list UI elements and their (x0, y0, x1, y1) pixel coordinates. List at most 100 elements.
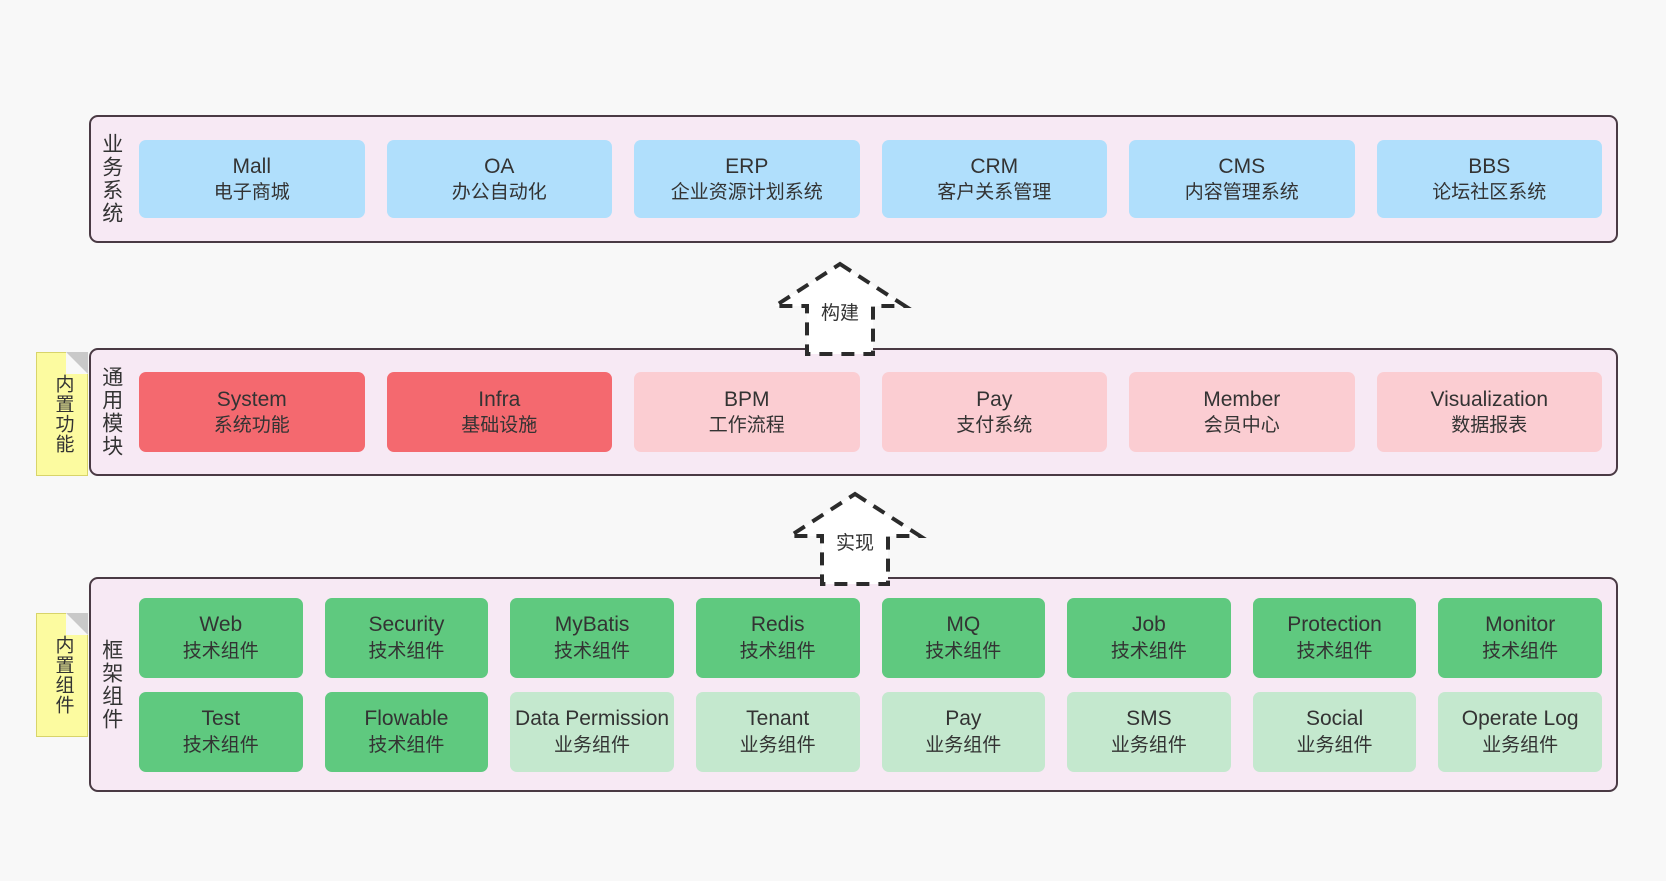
note-label: 内置功能 (52, 374, 74, 454)
card-subtitle: 业务组件 (739, 734, 816, 756)
card-subtitle: 业务组件 (925, 734, 1002, 756)
card-crm[interactable]: CRM 客户关系管理 (881, 140, 1107, 218)
note-builtin-features: 内置功能 (36, 352, 88, 476)
card-infra[interactable]: Infra 基础设施 (386, 372, 612, 452)
card-subtitle: 基础设施 (461, 415, 538, 437)
card-subtitle: 论坛社区系统 (1432, 182, 1547, 204)
card-title: BBS (1468, 154, 1511, 178)
card-bbs[interactable]: BBS 论坛社区系统 (1376, 140, 1602, 218)
card-title: Social (1305, 707, 1364, 731)
card-subtitle: 技术组件 (368, 734, 445, 756)
card-monitor[interactable]: Monitor 技术组件 (1438, 597, 1602, 678)
arrow-build: 构建 (765, 258, 915, 358)
card-subtitle: 内容管理系统 (1184, 182, 1299, 204)
card-job[interactable]: Job 技术组件 (1067, 597, 1231, 678)
card-mall[interactable]: Mall 电子商城 (139, 140, 365, 218)
card-subtitle: 技术组件 (1110, 640, 1187, 662)
card-subtitle: 业务组件 (1296, 734, 1373, 756)
card-title: CMS (1218, 154, 1266, 178)
card-erp[interactable]: ERP 企业资源计划系统 (634, 140, 860, 218)
card-title: Data Permission (515, 707, 670, 731)
layer-label-common-modules: 通用模块 (99, 366, 123, 458)
card-redis[interactable]: Redis 技术组件 (695, 597, 860, 678)
card-title: Job (1132, 613, 1166, 637)
card-title: Tenant (746, 707, 810, 731)
layer-body-business-systems: Mall 电子商城 OA 办公自动化 ERP 企业资源计划系统 CRM 客户关系… (131, 117, 1616, 241)
note-label: 内置组件 (52, 635, 74, 715)
layer-framework-components: 框架组件 Web 技术组件 Security 技术组件 MyBatis 技术组件… (89, 577, 1618, 792)
card-operate-log[interactable]: Operate Log 业务组件 (1438, 691, 1602, 772)
card-subtitle: 会员中心 (1203, 415, 1280, 437)
card-bpm[interactable]: BPM 工作流程 (634, 372, 860, 452)
card-title: Visualization (1430, 387, 1549, 411)
card-title: BPM (723, 387, 770, 411)
note-builtin-components: 内置组件 (36, 613, 88, 737)
card-mq[interactable]: MQ 技术组件 (881, 597, 1046, 678)
card-social[interactable]: Social 业务组件 (1252, 691, 1417, 772)
card-title: Protection (1287, 613, 1382, 637)
card-subtitle: 技术组件 (368, 640, 445, 662)
card-title: CRM (970, 154, 1019, 178)
card-title: MyBatis (554, 613, 630, 637)
card-subtitle: 业务组件 (1482, 734, 1559, 756)
card-title: OA (484, 154, 515, 178)
card-subtitle: 数据报表 (1451, 415, 1528, 437)
card-row: Web 技术组件 Security 技术组件 MyBatis 技术组件 Redi… (139, 597, 1602, 678)
card-subtitle: 技术组件 (1482, 640, 1559, 662)
card-title: Member (1203, 387, 1281, 411)
card-subtitle: 技术组件 (554, 640, 631, 662)
card-subtitle: 电子商城 (213, 182, 290, 204)
card-visualization[interactable]: Visualization 数据报表 (1376, 372, 1602, 452)
card-subtitle: 企业资源计划系统 (670, 182, 823, 204)
layer-label-business-systems: 业务系统 (99, 133, 123, 225)
card-title: SMS (1126, 707, 1172, 731)
card-title: System (216, 387, 287, 411)
card-title: Infra (478, 387, 521, 411)
card-subtitle: 技术组件 (1296, 640, 1373, 662)
card-subtitle: 技术组件 (925, 640, 1002, 662)
card-flowable[interactable]: Flowable 技术组件 (324, 691, 489, 772)
card-subtitle: 工作流程 (708, 415, 785, 437)
layer-common-modules: 通用模块 System 系统功能 Infra 基础设施 BPM 工作流程 Pay… (89, 348, 1618, 476)
card-title: Pay (976, 387, 1013, 411)
card-title: Security (368, 613, 445, 637)
card-web[interactable]: Web 技术组件 (139, 597, 303, 678)
card-subtitle: 客户关系管理 (937, 182, 1052, 204)
card-subtitle: 技术组件 (739, 640, 816, 662)
card-row: System 系统功能 Infra 基础设施 BPM 工作流程 Pay 支付系统… (139, 372, 1602, 452)
card-row: Mall 电子商城 OA 办公自动化 ERP 企业资源计划系统 CRM 客户关系… (139, 140, 1602, 218)
card-sms[interactable]: SMS 业务组件 (1067, 691, 1231, 772)
card-subtitle: 技术组件 (182, 640, 259, 662)
card-protection[interactable]: Protection 技术组件 (1252, 597, 1417, 678)
arrow-up-dashed-icon (783, 491, 927, 586)
layer-label-framework-components: 框架组件 (99, 638, 123, 731)
card-mybatis[interactable]: MyBatis 技术组件 (510, 597, 674, 678)
layer-business-systems: 业务系统 Mall 电子商城 OA 办公自动化 ERP 企业资源计划系统 CRM… (89, 115, 1618, 243)
card-subtitle: 系统功能 (213, 415, 290, 437)
card-cms[interactable]: CMS 内容管理系统 (1129, 140, 1355, 218)
arrow-implement: 实现 (780, 488, 930, 588)
card-title: Mall (232, 154, 271, 178)
card-subtitle: 办公自动化 (451, 182, 547, 204)
card-title: Test (201, 707, 241, 731)
card-subtitle: 业务组件 (1110, 734, 1187, 756)
card-row: Test 技术组件 Flowable 技术组件 Data Permission … (139, 691, 1602, 772)
card-data-permission[interactable]: Data Permission 业务组件 (510, 691, 674, 772)
card-pay[interactable]: Pay 支付系统 (881, 372, 1107, 452)
card-member[interactable]: Member 会员中心 (1129, 372, 1355, 452)
card-title: Pay (945, 707, 982, 731)
card-title: Web (199, 613, 243, 637)
card-subtitle: 支付系统 (956, 415, 1033, 437)
card-pay-business[interactable]: Pay 业务组件 (881, 691, 1046, 772)
card-title: Flowable (364, 707, 449, 731)
card-test[interactable]: Test 技术组件 (139, 691, 303, 772)
card-system[interactable]: System 系统功能 (139, 372, 365, 452)
layer-body-framework-components: Web 技术组件 Security 技术组件 MyBatis 技术组件 Redi… (131, 579, 1616, 790)
card-security[interactable]: Security 技术组件 (324, 597, 489, 678)
layer-body-common-modules: System 系统功能 Infra 基础设施 BPM 工作流程 Pay 支付系统… (131, 350, 1616, 474)
card-tenant[interactable]: Tenant 业务组件 (695, 691, 860, 772)
card-title: ERP (725, 154, 769, 178)
card-subtitle: 业务组件 (554, 734, 631, 756)
card-oa[interactable]: OA 办公自动化 (386, 140, 612, 218)
